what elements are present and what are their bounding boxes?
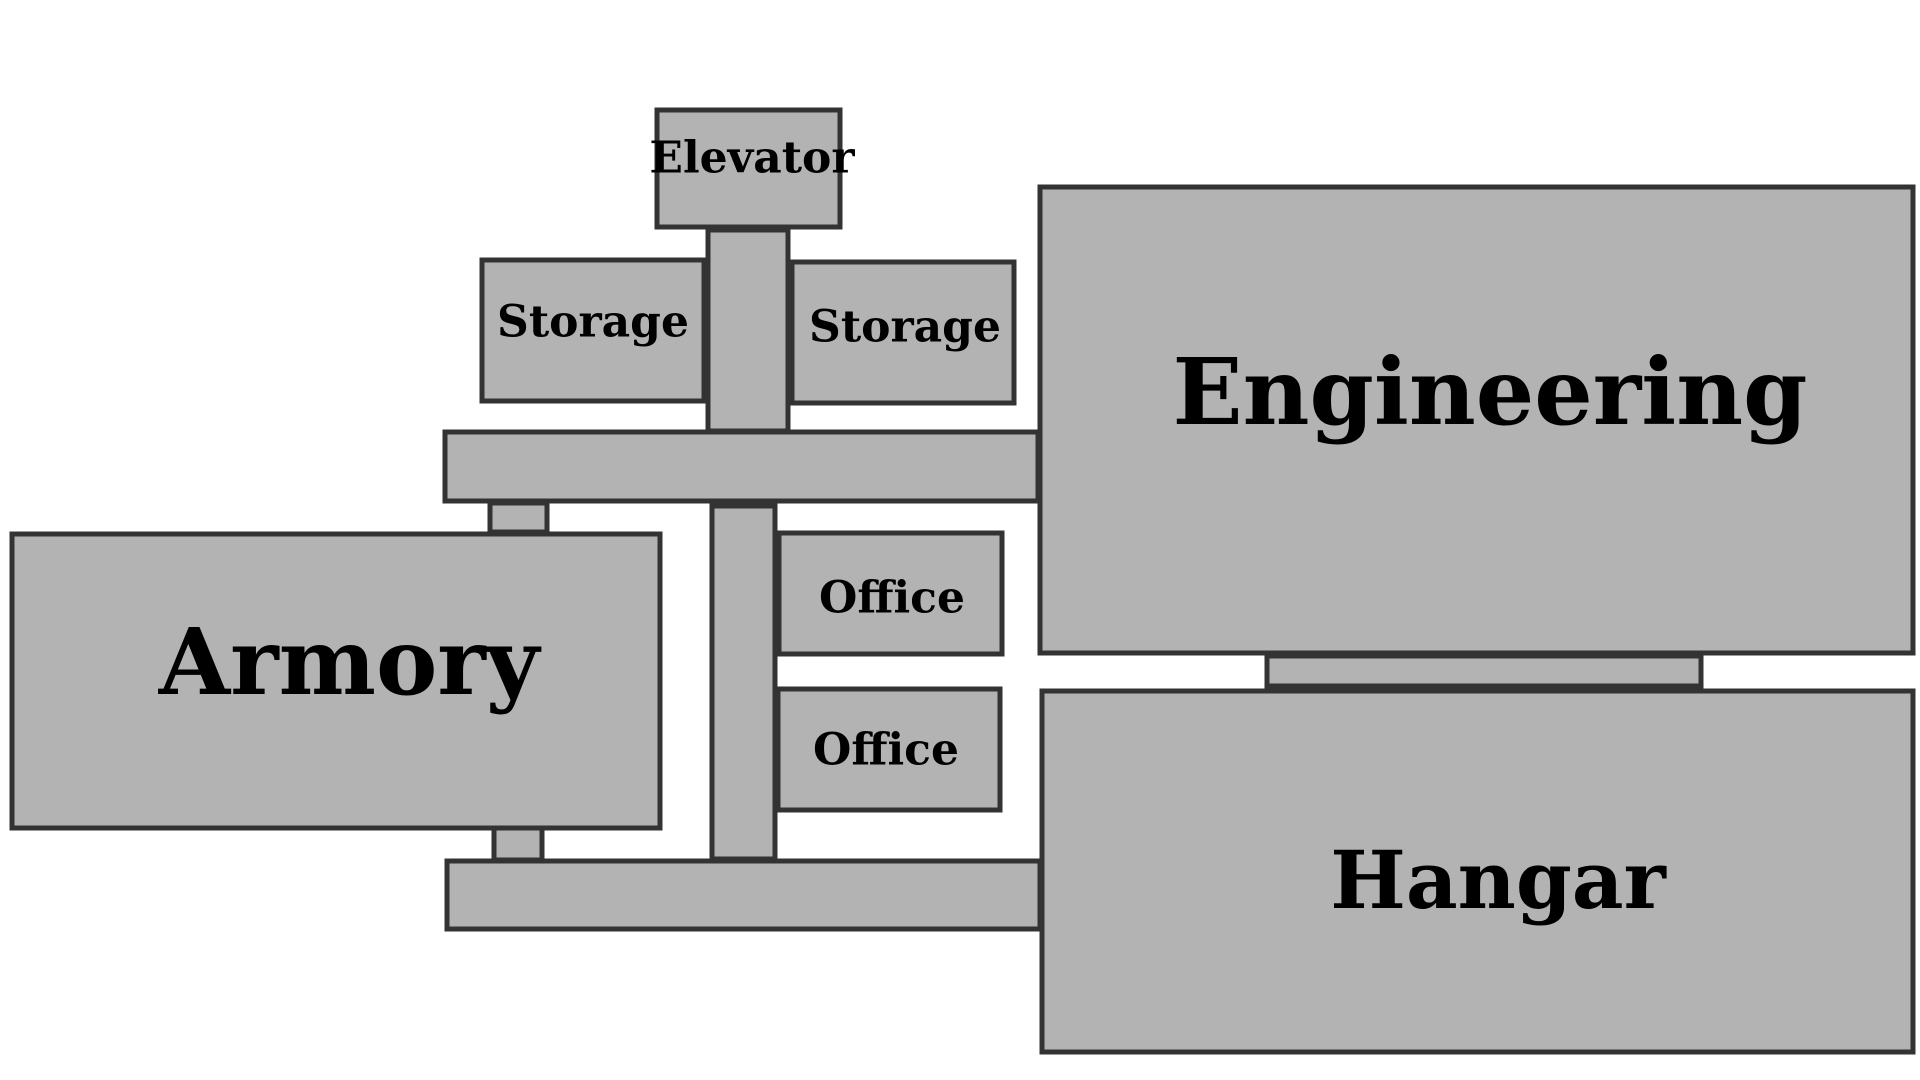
corridor-central-vertical <box>709 503 778 862</box>
room-elevator: Elevator <box>649 107 855 230</box>
corridor-armory-upper-connector <box>487 500 550 535</box>
room-label-engineering: Engineering <box>1173 338 1808 446</box>
room-office-lower: Office <box>775 686 1003 813</box>
room-label-storage-left: Storage <box>497 297 689 348</box>
corridor-upper-hall <box>442 429 1041 504</box>
room-label-elevator: Elevator <box>649 133 855 184</box>
room-label-office-upper: Office <box>819 573 965 624</box>
room-storage-right: Storage <box>789 259 1017 406</box>
room-label-office-lower: Office <box>813 725 959 776</box>
corridor-armory-lower-connector <box>491 823 545 863</box>
corridor-lower-hall <box>444 858 1043 932</box>
room-storage-left: Storage <box>479 257 707 404</box>
room-label-storage-right: Storage <box>809 302 1001 353</box>
room-armory: Armory <box>9 531 663 831</box>
room-hangar: Hangar <box>1039 688 1916 1055</box>
corridor-engineering-hangar-connector <box>1264 653 1704 689</box>
room-office-upper: Office <box>776 530 1005 657</box>
corridor-elevator-shaft <box>705 227 791 434</box>
room-label-armory: Armory <box>158 608 542 716</box>
room-label-hangar: Hangar <box>1330 833 1666 927</box>
room-engineering: Engineering <box>1037 184 1916 656</box>
